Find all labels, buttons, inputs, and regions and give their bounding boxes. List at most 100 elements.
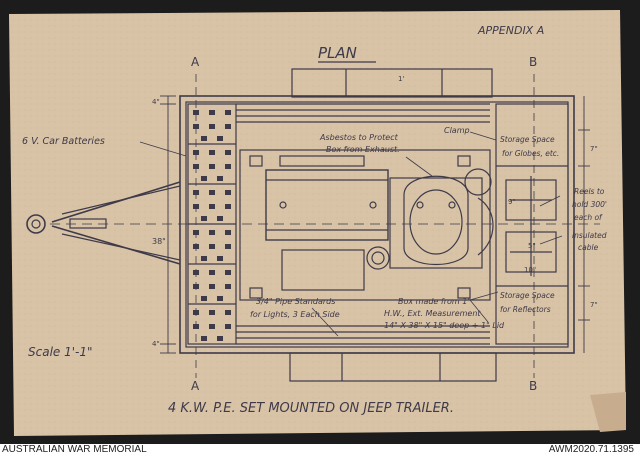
scale-label: Scale 1'-1" [28, 345, 93, 359]
pipe-label-2: for Lights, 3 Each Side [250, 310, 340, 319]
dim-9: 9" [508, 198, 516, 206]
paper-sheet [9, 10, 626, 436]
battery-terminal [209, 270, 215, 275]
generator-housing [389, 177, 483, 269]
storage-globes-label-1: Storage Space [500, 135, 555, 144]
trailer-drawing [26, 61, 600, 382]
battery-terminal [193, 190, 199, 195]
paper-fold [590, 392, 626, 432]
battery-terminal [225, 230, 231, 235]
asbestos-label-1: Asbestos to Protect [319, 133, 399, 142]
battery-terminal [225, 244, 231, 249]
reels-label-1: Reels to [574, 187, 605, 196]
accession-number: AWM2020.71.1395 [548, 444, 634, 455]
battery-terminal [193, 324, 199, 329]
tow-bar-upper [51, 181, 181, 223]
tow-bar-lower [51, 225, 181, 265]
battery-terminal [193, 244, 199, 249]
battery-terminal [217, 256, 223, 261]
trailer-outline [179, 95, 575, 354]
battery-terminal [225, 164, 231, 169]
battery-terminal [217, 336, 223, 341]
reels-label-2: hold 300' [572, 200, 607, 209]
reels-label-5: cable [578, 243, 599, 252]
fuel-tank [281, 249, 365, 291]
appendix-label: APPENDIX A [477, 24, 544, 37]
battery-terminal [193, 310, 199, 315]
battery-terminal [209, 164, 215, 169]
engine-block [265, 169, 389, 241]
storage-reflectors-label-1: Storage Space [500, 291, 555, 300]
dim-1: 1' [398, 75, 404, 83]
battery-terminal [201, 296, 207, 301]
battery-terminal [209, 150, 215, 155]
dim-10: 10" [524, 266, 536, 274]
section-a-bottom: A [191, 379, 200, 393]
battery-terminal [193, 230, 199, 235]
dim-7-bottom: 7" [590, 301, 598, 309]
battery-terminal [209, 244, 215, 249]
battery-terminal [201, 176, 207, 181]
dim-38: 38" [152, 237, 166, 246]
institution-credit: AUSTRALIAN WAR MEMORIAL [2, 444, 147, 455]
battery-terminal [193, 110, 199, 115]
dim-5: 5" [528, 242, 536, 250]
section-b-bottom: B [529, 379, 537, 393]
box-label-1: Box made from 1" [398, 297, 471, 306]
battery-terminal [225, 310, 231, 315]
battery-terminal [209, 230, 215, 235]
filler-cap [366, 246, 390, 270]
batteries-label: 6 V. Car Batteries [22, 136, 105, 147]
box-label-3: 14" X 38" X 15" deep + 1" Lid [384, 321, 505, 330]
battery-terminal [225, 110, 231, 115]
battery-terminal [217, 136, 223, 141]
battery-terminal [193, 124, 199, 129]
battery-terminal [225, 204, 231, 209]
dim-7-top: 7" [590, 145, 598, 153]
battery-terminal [209, 124, 215, 129]
reels-label-3: each of [574, 213, 603, 222]
battery-terminal [209, 190, 215, 195]
battery-terminals [193, 110, 231, 341]
battery-terminal [193, 164, 199, 169]
footer: AUSTRALIAN WAR MEMORIAL AWM2020.71.1395 [0, 444, 640, 456]
drawing-labels: APPENDIX A PLAN A B A B 6 V. Car Batteri… [22, 24, 607, 416]
battery-terminal [225, 324, 231, 329]
dim-4-top: 4" [152, 98, 160, 106]
battery-terminal [201, 336, 207, 341]
pipe-label-1: 3/4" Pipe Standards [256, 297, 335, 306]
top-fender [291, 68, 493, 98]
battery-terminal [225, 270, 231, 275]
dim-4-bottom: 4" [152, 340, 160, 348]
storage-globes-label-2: for Globes, etc. [502, 149, 559, 158]
section-b-top: B [529, 55, 537, 69]
battery-terminal [201, 216, 207, 221]
tow-ring [26, 214, 46, 234]
generator-compartment [239, 149, 491, 301]
plan-drawing: APPENDIX A PLAN A B A B 6 V. Car Batteri… [0, 0, 640, 444]
battery-terminal [193, 270, 199, 275]
battery-terminal [193, 284, 199, 289]
exhaust-outlet [464, 168, 492, 196]
storage-reflectors-label-2: for Reflectors [500, 305, 551, 314]
battery-terminal [225, 124, 231, 129]
asbestos-label-2: Box from Exhaust. [326, 145, 400, 154]
battery-terminal [225, 150, 231, 155]
section-a-top: A [191, 55, 200, 69]
battery-terminal [201, 256, 207, 261]
box-label-2: H.W., Ext. Measurement [384, 309, 481, 318]
battery-terminal [217, 216, 223, 221]
battery-terminal [225, 190, 231, 195]
battery-terminal [209, 324, 215, 329]
battery-terminal [209, 110, 215, 115]
battery-terminal [209, 204, 215, 209]
battery-terminal [193, 150, 199, 155]
battery-terminal [217, 176, 223, 181]
battery-terminal [209, 284, 215, 289]
battery-terminal [225, 284, 231, 289]
clamp-label: Clamp [444, 126, 470, 135]
plan-title: PLAN [318, 44, 357, 62]
battery-terminal [201, 136, 207, 141]
drawing-caption: 4 K.W. P.E. SET MOUNTED ON JEEP TRAILER. [168, 401, 454, 416]
battery-terminal [193, 204, 199, 209]
